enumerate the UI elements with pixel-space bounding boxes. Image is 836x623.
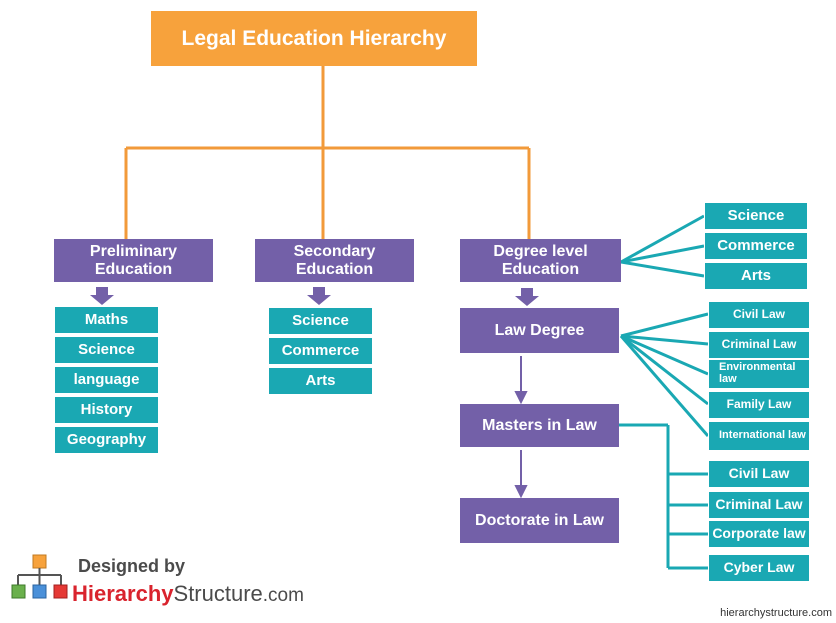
leaf-masters-criminal-law: Criminal Law: [708, 491, 810, 519]
lawdeg-link-criminal: [620, 334, 709, 346]
leaf-prelim-science: Science: [54, 336, 159, 364]
leaf-lawdeg-environmental-law: Environmental law: [708, 359, 810, 389]
leaf-prelim-maths: Maths: [54, 306, 159, 334]
leaf-prelim-history: History: [54, 396, 159, 424]
brand-part-com: .com: [262, 585, 304, 606]
leaf-lawdeg-family-law: Family Law: [708, 391, 810, 419]
leaf-masters-cyber-law: Cyber Law: [708, 554, 810, 582]
leaf-lawdeg-criminal-law: Criminal Law: [708, 331, 810, 359]
leaf-masters-corporate-law: Corporate law: [708, 520, 810, 548]
node-degree-level-education: Degree level Education: [460, 239, 621, 282]
leaf-degree-arts: Arts: [704, 262, 808, 290]
leaf-prelim-geography: Geography: [54, 426, 159, 454]
lawdeg-link-international: [619, 335, 710, 437]
lawdeg-link-family: [620, 334, 709, 406]
brand-part-structure: Structure: [173, 581, 263, 606]
arrow-head-masters: [514, 391, 528, 405]
node-secondary-education: Secondary Education: [255, 239, 414, 282]
diagram-title: Legal Education Hierarchy: [151, 11, 477, 66]
node-preliminary-education: Preliminary Education: [54, 239, 213, 282]
node-law-degree: Law Degree: [460, 308, 619, 353]
brand-name: HierarchyStructure.com: [72, 581, 304, 607]
leaf-degree-science: Science: [704, 202, 808, 230]
arrow-head-doctorate: [514, 485, 528, 499]
leaf-prelim-language: language: [54, 366, 159, 394]
node-doctorate-in-law: Doctorate in Law: [460, 498, 619, 543]
lawdeg-link-civil: [620, 312, 709, 338]
designed-by-label: Designed by: [78, 556, 186, 576]
leaf-degree-commerce: Commerce: [704, 232, 808, 260]
degree-link-science: [620, 214, 705, 264]
leaf-secondary-science: Science: [268, 307, 373, 335]
leaf-secondary-arts: Arts: [268, 367, 373, 395]
watermark: hierarchystructure.com: [720, 607, 832, 619]
hierarchy-logo-icon: [11, 554, 68, 599]
designer-logo: Designed by HierarchyStructure.com: [10, 553, 330, 613]
arrow-secondary-down: [307, 287, 331, 305]
degree-link-commerce: [620, 244, 705, 264]
leaf-lawdeg-civil-law: Civil Law: [708, 301, 810, 329]
node-masters-in-law: Masters in Law: [460, 404, 619, 447]
brand-part-hierarchy: Hierarchy: [72, 581, 174, 606]
arrow-preliminary-down: [90, 287, 114, 305]
degree-link-arts: [620, 260, 705, 278]
leaf-masters-civil-law: Civil Law: [708, 460, 810, 488]
leaf-lawdeg-international-law: International law: [708, 421, 810, 451]
lawdeg-link-environmental: [620, 334, 709, 376]
leaf-secondary-commerce: Commerce: [268, 337, 373, 365]
arrow-degree-down: [515, 288, 539, 306]
